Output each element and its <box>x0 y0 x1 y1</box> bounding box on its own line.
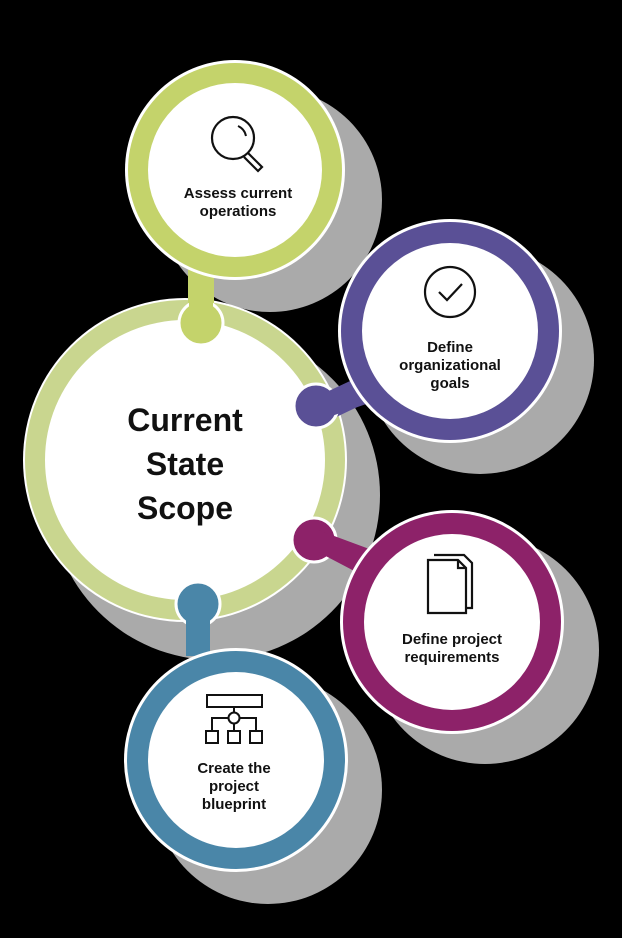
node-label-line: project <box>208 778 259 795</box>
node-label-line: Define project <box>401 631 503 648</box>
node-ring-blueprint <box>124 648 348 872</box>
center-circle <box>23 298 347 622</box>
node-label-line: Assess current <box>183 185 293 202</box>
node-label-line: operations <box>199 203 277 220</box>
connector-blueprint <box>174 580 222 656</box>
hierarchy-icon <box>205 694 263 744</box>
node-label-assess: Assess current operations <box>163 185 313 221</box>
center-title-line: Scope <box>136 490 234 527</box>
node-label-line: blueprint <box>201 796 267 813</box>
node-ring-requirements <box>340 510 564 734</box>
center-title-line: State <box>145 446 225 483</box>
magnifier-icon <box>210 115 264 173</box>
node-label-requirements: Define project requirements <box>377 631 527 667</box>
node-label-line: requirements <box>404 649 500 666</box>
documents-icon <box>426 553 474 615</box>
node-label-line: Define <box>427 339 473 356</box>
checkmark-circle-icon <box>423 265 477 319</box>
node-label-goals: Define organizational goals <box>375 339 525 393</box>
node-label-line: organizational <box>399 357 501 374</box>
node-label-blueprint: Create the project blueprint <box>159 760 309 814</box>
center-title: Current State Scope <box>85 398 285 530</box>
center-title-line: Current <box>127 402 243 438</box>
node-ring-goals <box>338 219 562 443</box>
node-label-line: goals <box>430 375 470 392</box>
node-ring-assess <box>125 60 345 280</box>
node-label-line: Create the <box>197 760 271 777</box>
